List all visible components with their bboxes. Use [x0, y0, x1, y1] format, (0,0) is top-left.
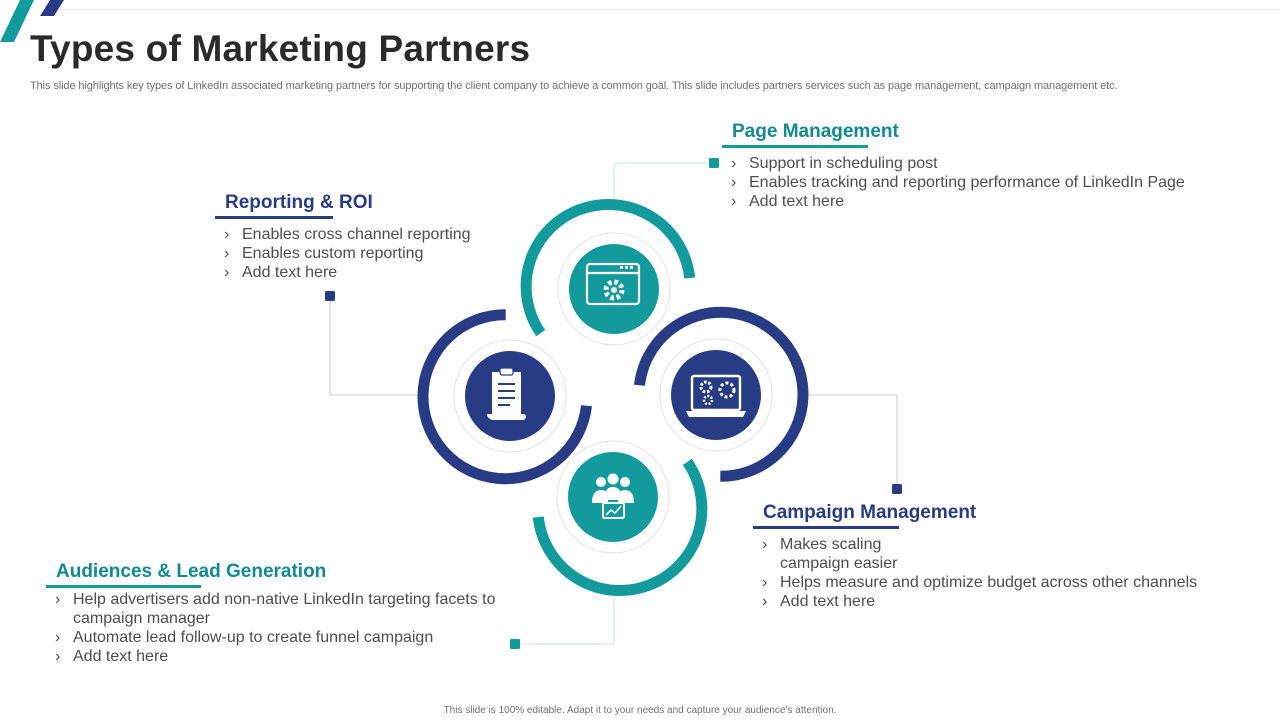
clipboard-report-icon — [487, 367, 526, 420]
list-item: ›Add text here — [224, 264, 338, 281]
circle-page-management — [520, 198, 696, 346]
list-item: ›Add text here — [55, 648, 169, 665]
marker-reporting-roi — [325, 291, 335, 301]
campaign-management-list: ›Makes scaling campaign easier ›Helps me… — [762, 535, 1197, 611]
list-item: ›Add text here — [731, 193, 845, 210]
reporting-roi-underline — [215, 216, 333, 219]
connector-reporting-roi — [329, 296, 425, 396]
reporting-roi-list: ›Enables cross channel reporting ›Enable… — [224, 225, 471, 282]
list-item: ›Help advertisers add non-native LinkedI… — [55, 591, 496, 627]
marker-page-management — [709, 158, 719, 168]
page-management-title: Page Management — [732, 121, 899, 142]
page-management-list: ›Support in scheduling post ›Enables tra… — [731, 154, 1185, 211]
list-item: ›Automate lead follow-up to create funne… — [55, 629, 434, 646]
list-item: ›Add text here — [762, 593, 876, 610]
list-item: ›Enables custom reporting — [224, 245, 424, 262]
corner-accent-icon — [0, 0, 64, 42]
circle-audiences-lead — [532, 440, 708, 597]
audiences-lead-title: Audiences & Lead Generation — [56, 561, 327, 582]
audiences-lead-list: ›Help advertisers add non-native LinkedI… — [55, 590, 495, 666]
audiences-lead-underline — [46, 585, 201, 588]
audiences-lead-section: Audiences & Lead Generation ›Help advert… — [46, 561, 495, 666]
footer-note: This slide is 100% editable. Adapt it to… — [443, 705, 837, 716]
laptop-gears-icon — [686, 374, 746, 417]
circle-campaign-management — [634, 306, 809, 482]
reporting-roi-title: Reporting & ROI — [225, 192, 373, 213]
page-title: Types of Marketing Partners — [30, 28, 531, 69]
connector-page-management — [613, 162, 714, 212]
audience-group-icon — [592, 473, 634, 519]
list-item: ›Enables cross channel reporting — [224, 226, 471, 243]
web-settings-icon — [585, 262, 641, 306]
page-management-section: Page Management ›Support in scheduling p… — [722, 121, 1185, 211]
marker-campaign-management — [892, 484, 902, 494]
connector-campaign-management — [802, 394, 898, 489]
connector-lines — [515, 162, 714, 645]
marker-audiences-lead — [510, 639, 520, 649]
list-item: ›Support in scheduling post — [731, 155, 938, 172]
page-subtitle: This slide highlights key types of Linke… — [30, 80, 1118, 92]
campaign-management-underline — [753, 526, 899, 529]
campaign-management-title: Campaign Management — [763, 502, 977, 523]
list-item: ›Helps measure and optimize budget acros… — [762, 574, 1198, 591]
connector-audiences-lead — [515, 583, 615, 645]
top-rule — [58, 9, 1280, 10]
campaign-management-section: Campaign Management ›Makes scaling campa… — [753, 502, 1197, 611]
list-item: ›Makes scaling campaign easier — [762, 536, 898, 572]
list-item: ›Enables tracking and reporting performa… — [731, 174, 1185, 191]
page-management-underline — [722, 145, 868, 148]
reporting-roi-section: Reporting & ROI ›Enables cross channel r… — [215, 192, 471, 282]
